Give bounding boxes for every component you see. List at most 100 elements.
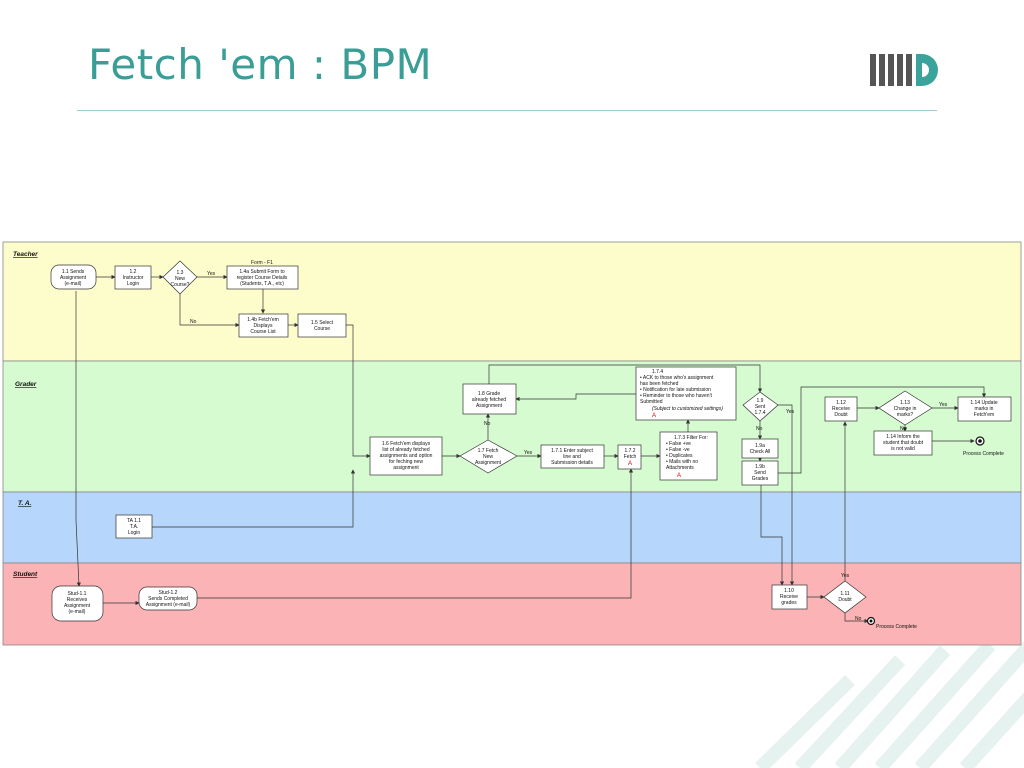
svg-text:1.4b Fetch'em: 1.4b Fetch'em	[247, 317, 279, 323]
svg-text:1.14 Inform the: 1.14 Inform the	[886, 434, 920, 440]
label-no-1-13: No	[900, 426, 907, 432]
svg-text:Course?: Course?	[171, 282, 190, 288]
lane-ta	[2, 491, 1022, 564]
svg-text:Receives: Receives	[67, 597, 88, 603]
svg-text:for feching new: for feching new	[389, 459, 423, 465]
svg-text:1.6 Fetch'em displays: 1.6 Fetch'em displays	[382, 441, 431, 447]
svg-text:1.1 Sends: 1.1 Sends	[62, 269, 85, 275]
svg-text:list of already fetched: list of already fetched	[382, 447, 429, 453]
label-yes-1-11: Yes	[841, 573, 850, 579]
svg-text:1.4a Submit Form to: 1.4a Submit Form to	[239, 269, 285, 275]
svg-text:Stud-1.1: Stud-1.1	[68, 591, 87, 597]
svg-text:1.2: 1.2	[130, 269, 137, 275]
svg-text:1.14 Update: 1.14 Update	[970, 400, 997, 406]
svg-text:• ACK to those who's assignme: • ACK to those who's assignment	[640, 375, 714, 381]
slide-title: Fetch 'em : BPM	[88, 40, 433, 89]
svg-text:1.3: 1.3	[177, 270, 184, 276]
lane-label-teacher: Teacher	[13, 251, 38, 258]
svg-text:Login: Login	[128, 530, 140, 536]
svg-text:Attachments: Attachments	[666, 465, 694, 471]
svg-text:Sent: Sent	[755, 404, 766, 410]
node-1-13-decision: 1.13 Change in marks?	[878, 390, 933, 426]
label-yes-1-3: Yes	[207, 271, 216, 277]
node-1-12: 1.12 Receive Doubt	[824, 396, 858, 422]
svg-text:has been fetched: has been fetched	[640, 381, 679, 387]
svg-text:Submitted: Submitted	[640, 399, 663, 405]
background-stripes	[755, 640, 1024, 768]
svg-text:Change in: Change in	[894, 406, 917, 412]
svg-text:marks in: marks in	[975, 406, 994, 412]
lane-grader	[2, 360, 1022, 493]
label-no-1-11: No	[855, 616, 862, 622]
svg-text:1.9a: 1.9a	[755, 443, 765, 449]
svg-text:is not valid: is not valid	[891, 446, 915, 452]
svg-text:Fetch: Fetch	[624, 454, 637, 460]
svg-text:• False +ve: • False +ve	[666, 441, 691, 447]
svg-text:Doubt: Doubt	[838, 597, 852, 603]
svg-text:1.7.2: 1.7.2	[624, 448, 635, 454]
svg-text:Receive: Receive	[780, 594, 798, 600]
svg-text:1.7.4: 1.7.4	[652, 369, 663, 375]
svg-text:Displays: Displays	[254, 323, 273, 329]
svg-text:1.7.4: 1.7.4	[754, 410, 765, 416]
svg-text:line and: line and	[563, 454, 581, 460]
svg-text:A: A	[628, 461, 632, 467]
svg-text:(e-mail): (e-mail)	[69, 609, 86, 615]
svg-text:grades: grades	[781, 600, 797, 606]
svg-text:• Reminder to those who haven: • Reminder to those who haven't	[640, 393, 713, 399]
node-1-7-4: 1.7.4 • ACK to those who's assignment ha…	[635, 366, 737, 421]
node-1-7-2: 1.7.2 Fetch A	[617, 444, 642, 470]
svg-text:1.8 Grade: 1.8 Grade	[478, 391, 500, 397]
svg-text:Send: Send	[754, 470, 766, 476]
lane-label-grader: Grader	[15, 381, 37, 388]
svg-text:student that doubt: student that doubt	[883, 440, 924, 446]
node-stud-1-2: Stud-1.2 Sends Completed Assignment (e-m…	[138, 586, 198, 611]
svg-text:Assignment: Assignment	[475, 460, 502, 466]
svg-text:Course: Course	[314, 326, 330, 332]
node-1-9a: 1.9a Check All	[741, 438, 779, 459]
svg-text:New: New	[483, 454, 493, 460]
svg-text:assignments and option: assignments and option	[380, 453, 433, 459]
process-complete-label-2: Process Complete	[876, 624, 917, 630]
node-1-7-3: 1.7.3 Filter For: • False +ve • False -v…	[659, 431, 718, 481]
svg-text:already fetched: already fetched	[472, 397, 506, 403]
end-event-grader	[975, 436, 985, 446]
node-ta-1-1: TA 1.1 T.A. Login	[115, 514, 153, 539]
node-1-2: 1.2 Instructor Login	[114, 265, 152, 290]
svg-text:Instructor: Instructor	[123, 275, 144, 281]
node-1-14-update: 1.14 Update marks in Fetch'em	[957, 396, 1012, 422]
svg-text:1.7.1 Enter subject: 1.7.1 Enter subject	[551, 448, 593, 454]
svg-text:1.7 Fetch: 1.7 Fetch	[478, 448, 499, 454]
node-1-11-decision: 1.11 Doubt	[823, 580, 867, 614]
label-no-1-9: No	[756, 426, 763, 432]
iiitd-logo	[870, 54, 938, 86]
svg-text:Stud-1.2: Stud-1.2	[159, 590, 178, 596]
svg-text:Grades: Grades	[752, 476, 769, 482]
node-1-1: 1.1 Sends Assignment (e-mail)	[50, 264, 97, 290]
node-1-9-decision: 1.9 Sent 1.7.4	[742, 391, 779, 422]
svg-text:TA 1.1: TA 1.1	[127, 518, 141, 524]
svg-text:marks?: marks?	[897, 412, 914, 418]
svg-text:register Course Details: register Course Details	[237, 275, 288, 281]
node-1-4a: 1.4a Submit Form to register Course Deta…	[226, 265, 299, 290]
node-1-5: 1.5 Select Course	[297, 313, 347, 338]
svg-text:(Students, T.A., etc): (Students, T.A., etc)	[240, 281, 284, 287]
svg-text:1.9b: 1.9b	[755, 464, 765, 470]
svg-text:Assignment (e-mail): Assignment (e-mail)	[146, 602, 191, 608]
lane-label-student: Student	[13, 571, 38, 578]
svg-text:1.10: 1.10	[784, 588, 794, 594]
node-1-7-decision: 1.7 Fetch New Assignment	[459, 439, 518, 474]
process-complete-label-1: Process Complete	[963, 451, 1004, 457]
node-1-14-inform: 1.14 Inform the student that doubt is no…	[873, 430, 933, 456]
label-yes-1-7: Yes	[524, 450, 533, 456]
svg-text:1.11: 1.11	[840, 591, 850, 597]
lane-label-ta: T. A.	[18, 500, 32, 507]
svg-text:Submission details: Submission details	[551, 460, 593, 466]
node-1-3-decision: 1.3 New Course?	[162, 260, 198, 295]
svg-text:Assignment: Assignment	[476, 403, 503, 409]
svg-text:• Notification for late submi: • Notification for late submission	[640, 387, 711, 393]
label-yes-1-13: Yes	[939, 402, 948, 408]
node-1-9b: 1.9b Send Grades	[741, 460, 779, 486]
lane-teacher	[2, 241, 1022, 362]
end-event-student	[866, 616, 876, 626]
